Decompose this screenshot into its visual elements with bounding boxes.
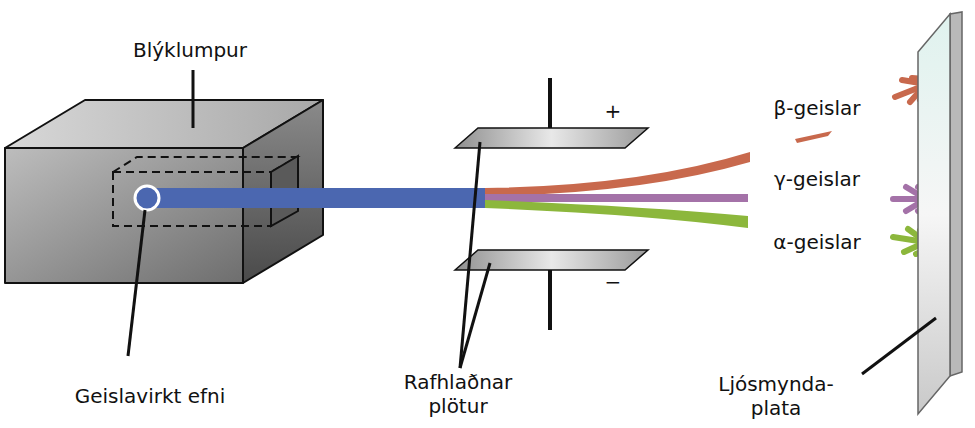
part-label: Ljósmynda- plata xyxy=(716,372,836,420)
label-holder: Blýklumpur xyxy=(115,38,265,62)
leader-line xyxy=(460,263,490,368)
radiation-beam xyxy=(147,188,487,208)
leader-line xyxy=(192,70,195,128)
photographic-plate xyxy=(918,12,962,414)
ray-label: α-geislar xyxy=(762,230,872,254)
negative-plate xyxy=(455,250,648,270)
leader-line xyxy=(862,318,936,374)
part-label: Geislavirkt efni xyxy=(50,384,250,408)
label-holder: α-geislar xyxy=(762,230,872,254)
polarity-sign: + xyxy=(598,99,628,123)
ray-label: γ-geislar xyxy=(762,167,872,191)
leader-lines xyxy=(128,70,936,374)
label-holder: − xyxy=(598,270,628,294)
label-holder: + xyxy=(598,99,628,123)
positive-plate xyxy=(455,128,648,148)
radioactive-source xyxy=(135,186,159,210)
label-holder: Ljósmynda- plata xyxy=(716,372,836,420)
polarity-sign: − xyxy=(598,270,628,294)
beta-ray-dash xyxy=(795,131,832,143)
part-label: Blýklumpur xyxy=(115,38,265,62)
cavity-top xyxy=(113,157,297,172)
gamma-ray xyxy=(485,194,748,202)
beta-ray xyxy=(485,152,750,196)
label-holder: Geislavirkt efni xyxy=(50,384,250,408)
plate-face xyxy=(918,14,950,414)
label-holder: Rafhlaðnar plötur xyxy=(393,370,523,418)
part-label: Rafhlaðnar plötur xyxy=(393,370,523,418)
block-front xyxy=(5,148,243,283)
ray-label: β-geislar xyxy=(762,96,872,120)
plate-stem xyxy=(548,262,552,330)
leader-line xyxy=(128,210,145,356)
alpha-ray xyxy=(485,200,748,228)
label-holder: γ-geislar xyxy=(762,167,872,191)
plate-edge xyxy=(950,12,962,376)
label-holder: β-geislar xyxy=(762,96,872,120)
